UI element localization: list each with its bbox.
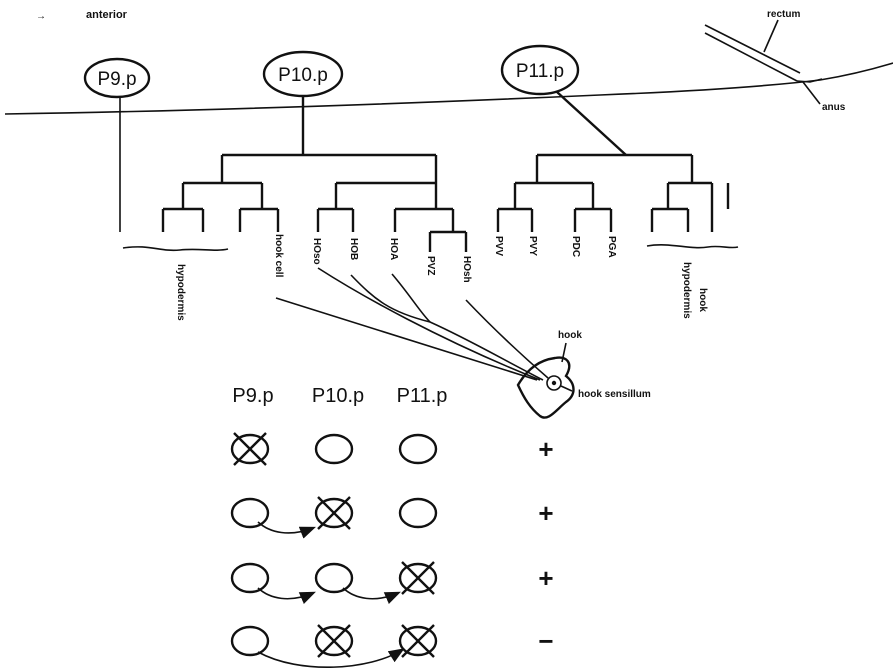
cell-p11-label: P11.p <box>516 61 564 82</box>
cell-oval-p11-intact <box>398 497 438 529</box>
label-pvv: PVV <box>493 236 504 256</box>
rectum-pointer <box>763 19 779 53</box>
hook-pointer <box>561 342 567 363</box>
column-header-p10: P10.p <box>312 385 364 407</box>
cell-oval-p9-intact <box>230 625 270 657</box>
ablation-table: + + + − <box>230 432 554 658</box>
sensillum-pointer <box>560 385 573 392</box>
result-label: + <box>538 434 553 464</box>
cell-oval-p10-ablated <box>314 497 354 529</box>
label-hook-hypodermis-line1: hook <box>697 288 708 312</box>
result-label: − <box>538 626 553 656</box>
hook-shape <box>516 356 575 419</box>
column-header-p11: P11.p <box>397 385 448 407</box>
label-hook-cell: hook cell <box>273 234 284 278</box>
cell-p9: P9.p <box>83 57 151 99</box>
hook-structure: hook hook sensillum <box>516 330 651 419</box>
label-pvz: PVZ <box>425 256 436 275</box>
rectum-tube-lower <box>704 32 798 82</box>
p11-lineage-tree <box>496 91 730 232</box>
cell-oval-p11-ablated <box>398 562 438 594</box>
arrow-p10-to-p11-row3 <box>342 587 401 604</box>
anus-pointer <box>802 81 821 105</box>
hook-connectors <box>275 267 549 381</box>
cell-oval-p9-intact <box>230 497 270 529</box>
rectum-label: rectum <box>767 9 800 20</box>
arrow-p9-to-p10-row2 <box>257 521 316 539</box>
cell-oval-p10-intact <box>314 562 354 594</box>
cell-oval-p11-intact <box>398 433 438 465</box>
cell-oval-p10-ablated <box>314 625 354 657</box>
label-hoa: HOA <box>388 238 399 260</box>
anus-opening <box>796 78 823 83</box>
ablation-cross-icon <box>401 624 435 658</box>
ablation-row: + <box>230 561 554 595</box>
hook-sensillum-label: hook sensillum <box>578 389 651 400</box>
label-hypodermis-left: hypodermis <box>175 264 186 321</box>
cell-oval-p9-intact <box>230 562 270 594</box>
ablation-row: − <box>230 624 554 658</box>
result-label: + <box>538 498 553 528</box>
cell-oval-p9-ablated <box>230 433 270 465</box>
cell-p10-label: P10.p <box>278 65 328 86</box>
ablation-cross-icon <box>317 496 351 530</box>
arrow-p9-to-p11-row4 <box>257 648 405 669</box>
cell-p11: P11.p <box>500 44 580 96</box>
hook-hypodermis-brace <box>646 244 739 249</box>
label-hosh: HOsh <box>461 256 472 283</box>
ablation-cross-icon <box>401 561 435 595</box>
label-hob: HOB <box>348 238 359 260</box>
rectum-tube-upper <box>704 24 801 74</box>
hook-sensillum-circle <box>546 375 562 391</box>
label-pdc: PDC <box>570 236 581 257</box>
body-wall-line <box>4 62 893 115</box>
result-label: + <box>538 563 553 593</box>
ablation-cross-icon <box>317 624 351 658</box>
hook-sensillum-dot <box>551 380 557 386</box>
anterior-label: anterior <box>86 9 128 21</box>
label-hook-hypodermis-line2: hypodermis <box>681 262 692 319</box>
ablation-cross-icon <box>233 432 267 466</box>
column-header-p9: P9.p <box>232 385 273 407</box>
p10-lineage-tree <box>161 96 468 252</box>
label-pvy: PVY <box>527 236 538 256</box>
induction-arrows <box>257 521 405 669</box>
ablation-row: + <box>230 432 554 466</box>
ablation-row: + <box>230 496 554 530</box>
arrow-p9-to-p10-row3 <box>257 587 316 604</box>
hook-label: hook <box>558 330 582 341</box>
label-pga: PGA <box>606 236 617 258</box>
cell-oval-p10-intact <box>314 433 354 465</box>
cell-p9-label: P9.p <box>97 69 136 90</box>
cell-p10: P10.p <box>262 50 344 98</box>
anus-label: anus <box>822 102 846 113</box>
hypodermis-left-brace <box>122 246 229 252</box>
cell-oval-p11-ablated <box>398 625 438 657</box>
anterior-arrow-icon: → <box>36 11 46 22</box>
label-hoso: HOso <box>311 238 322 265</box>
